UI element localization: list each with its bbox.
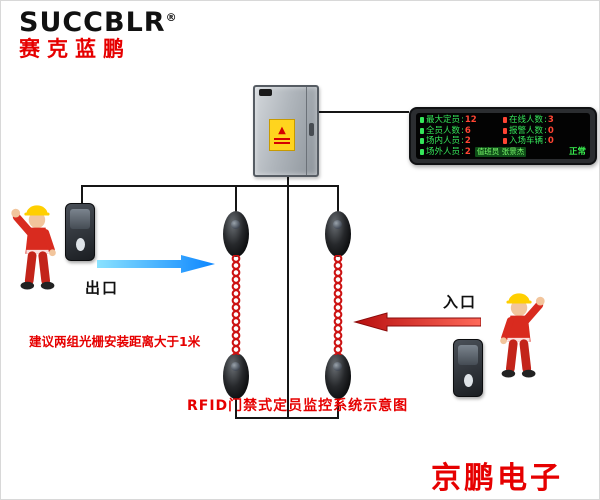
- wire-middle-vertical: [287, 187, 289, 419]
- cable-gland: [259, 89, 272, 96]
- stat-label: 报警人数: [509, 126, 548, 136]
- entrance-arrow-icon: [353, 312, 481, 332]
- display-row: 全员人数6 报警人数0: [420, 126, 586, 136]
- stat-value: 12: [464, 115, 477, 125]
- display-notice: 值班员 张景杰: [474, 146, 527, 157]
- display-cell: 在线人数3: [503, 115, 586, 125]
- entrance-label: 入口: [443, 293, 478, 311]
- person-icon: [503, 127, 507, 134]
- stat-value: 0: [547, 125, 554, 136]
- beam-sensor-top-left: [223, 211, 249, 257]
- led-display: 最大定员12 在线人数3 全员人数6 报警人数0 场内人员2 入场车辆0 场外人…: [409, 107, 597, 165]
- display-cell: 报警人数0: [503, 126, 586, 136]
- warning-icon: ▲: [278, 125, 286, 136]
- display-cell: 入场车辆0: [503, 136, 586, 146]
- exit-arrow-icon: [97, 255, 215, 273]
- status-text: 正常: [568, 146, 586, 157]
- wire-bottom-bus: [235, 417, 339, 419]
- reader-button: [463, 374, 473, 387]
- sensor-lens: [333, 220, 342, 229]
- person-icon: [420, 138, 424, 145]
- logo-brand: SUCCBLR: [19, 7, 166, 38]
- display-cell: 最大定员12: [420, 115, 503, 125]
- sticker-text-line: [274, 138, 290, 140]
- worker-figure-left: [7, 197, 65, 295]
- worker-icon: [11, 205, 56, 290]
- wire-drop-reader-left: [81, 187, 83, 205]
- stat-value: 3: [547, 115, 554, 125]
- person-icon: [420, 148, 424, 155]
- stat-label: 场内人员: [426, 136, 465, 146]
- person-icon: [503, 117, 507, 123]
- sensor-lens: [333, 362, 342, 371]
- controller-box: ▲: [253, 85, 319, 177]
- led-screen: 最大定员12 在线人数3 全员人数6 报警人数0 场内人员2 入场车辆0 场外人…: [416, 113, 590, 159]
- sensor-lens: [231, 362, 240, 371]
- diagram-caption: RFID门禁式定员监控系统示意图: [187, 398, 409, 414]
- display-row: 最大定员12 在线人数3: [420, 115, 586, 125]
- stat-label: 入场车辆: [509, 136, 548, 146]
- box-latch: [309, 123, 314, 136]
- display-footer-row: 场外人员 2 值班员 张景杰 正常: [420, 146, 586, 157]
- reader-button: [75, 238, 85, 251]
- person-icon: [503, 138, 507, 145]
- worker-icon: [500, 293, 545, 378]
- display-row: 场内人员2 入场车辆0: [420, 136, 586, 146]
- installation-note: 建议两组光栅安装距离大于1米: [29, 334, 201, 349]
- coiled-cable-left: [230, 255, 242, 355]
- wire-controller-to-display: [317, 111, 409, 113]
- person-icon: [420, 127, 424, 134]
- logo-text-cn: 赛克蓝鹏: [19, 37, 131, 61]
- wire-drop-sensor-right: [337, 187, 339, 213]
- person-icon: [420, 117, 424, 123]
- stat-value: 2: [464, 146, 471, 157]
- sensor-lens: [231, 220, 240, 229]
- stat-label: 全员人数: [426, 126, 465, 136]
- stat-value: 2: [464, 136, 471, 147]
- stat-label: 场外人员: [426, 147, 465, 157]
- company-watermark: 京鹏电子: [431, 461, 563, 496]
- logo-text-en: SUCCBLR®: [19, 9, 178, 36]
- worker-figure-right: [491, 285, 549, 383]
- card-reader-exit: [65, 203, 95, 261]
- brand-logo: SUCCBLR® 赛克蓝鹏: [19, 9, 178, 60]
- sticker-text-line: [274, 142, 290, 144]
- stat-value: 0: [547, 136, 554, 147]
- warning-sticker: ▲: [269, 119, 295, 151]
- stat-label: 最大定员: [426, 115, 465, 125]
- reader-display-window: [70, 209, 90, 229]
- stat-label: 在线人数: [509, 115, 548, 125]
- beam-sensor-bottom-right: [325, 353, 351, 399]
- wire-stub-bottom-right: [337, 399, 339, 417]
- exit-label: 出口: [85, 279, 120, 297]
- coiled-cable-right: [332, 255, 344, 355]
- reader-display-window: [458, 345, 478, 365]
- card-reader-entrance: [453, 339, 483, 397]
- stat-value: 6: [464, 125, 471, 136]
- wire-top-bus: [81, 185, 339, 187]
- beam-sensor-top-right: [325, 211, 351, 257]
- display-cell: 场内人员2: [420, 136, 503, 146]
- wire-controller-down: [287, 173, 289, 187]
- registered-mark: ®: [165, 11, 178, 24]
- wire-drop-sensor-left: [235, 187, 237, 213]
- door-seam: [306, 87, 307, 175]
- wire-stub-bottom-left: [235, 399, 237, 417]
- beam-sensor-bottom-left: [223, 353, 249, 399]
- display-cell: 全员人数6: [420, 126, 503, 136]
